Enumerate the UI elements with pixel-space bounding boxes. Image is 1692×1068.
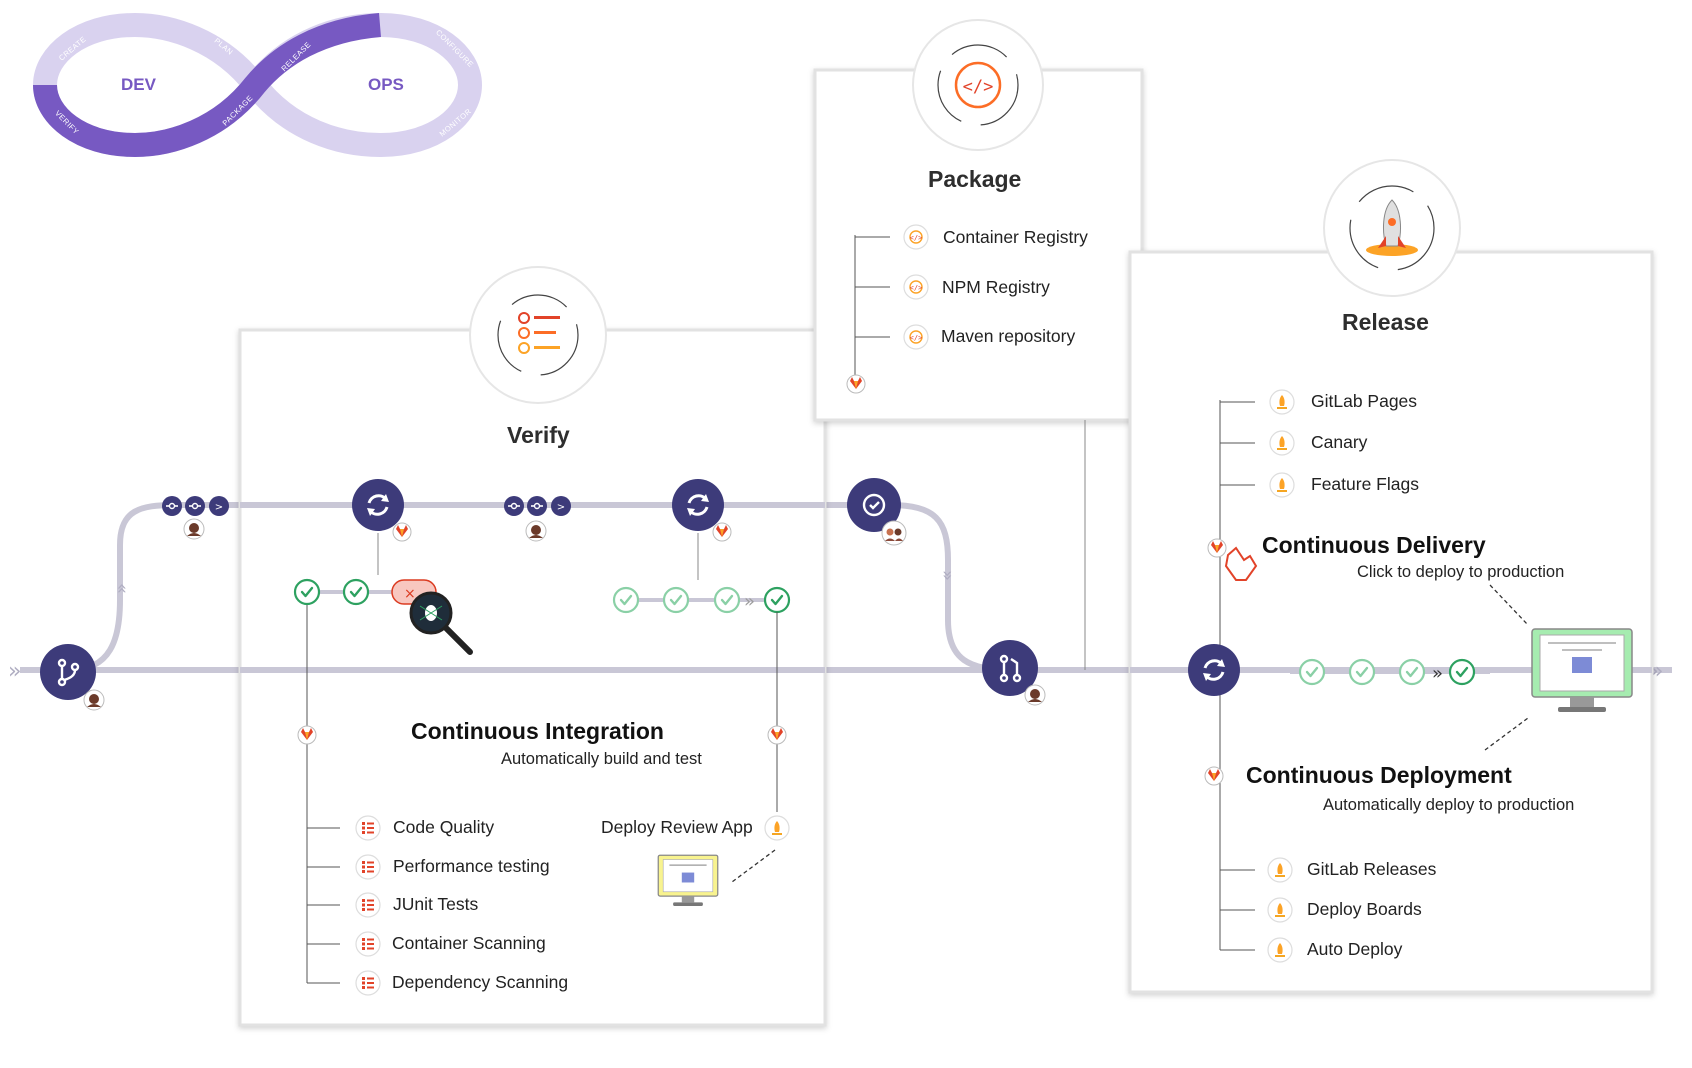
svg-text:×: ×	[404, 586, 416, 602]
pipeline-sync-icon	[350, 477, 406, 533]
svg-text:»: »	[8, 659, 21, 684]
verify-checklist-icon	[497, 294, 579, 376]
release-rocket-icon	[1349, 185, 1435, 271]
verify-title: Verify	[507, 422, 570, 448]
pipeline-sync-icon	[1186, 642, 1242, 698]
svg-text:>: >	[557, 502, 565, 513]
package-code-icon: </>	[937, 44, 1019, 126]
git-branch-icon	[40, 644, 96, 700]
devops-loop	[32, 12, 483, 158]
verify-item: Dependency Scanning	[392, 972, 569, 992]
merge-request-icon	[982, 640, 1038, 696]
release-item: Feature Flags	[1311, 474, 1419, 494]
check-circle-icon	[847, 478, 901, 532]
package-item: Maven repository	[941, 326, 1076, 346]
cd-heading: Continuous Delivery	[1262, 532, 1486, 558]
pipeline-sync-icon	[670, 477, 726, 533]
verify-item: Performance testing	[393, 856, 550, 876]
svg-text:</>: </>	[963, 77, 994, 97]
svg-text:»: »	[744, 591, 755, 612]
verify-item: Container Scanning	[392, 933, 546, 953]
svg-text:»: »	[111, 583, 132, 594]
deploy-review-app-label: Deploy Review App	[601, 817, 753, 837]
svg-text:>: >	[215, 502, 223, 513]
cdep-subheading: Automatically deploy to production	[1323, 796, 1575, 814]
release-item: GitLab Pages	[1311, 391, 1418, 411]
ci-subheading: Automatically build and test	[501, 750, 702, 768]
bug-magnifier-icon	[409, 591, 473, 655]
release-item: Deploy Boards	[1307, 899, 1422, 919]
cdep-heading: Continuous Deployment	[1246, 762, 1512, 788]
ci-heading: Continuous Integration	[411, 718, 664, 744]
package-item: NPM Registry	[942, 277, 1050, 297]
loop-dev-label: DEV	[121, 75, 156, 94]
package-title: Package	[928, 166, 1022, 192]
cd-subheading: Click to deploy to production	[1357, 563, 1565, 581]
loop-ops-label: OPS	[368, 75, 404, 94]
svg-text:»: »	[937, 570, 958, 581]
production-monitor	[1531, 628, 1633, 712]
package-item: Container Registry	[943, 227, 1088, 247]
svg-text:»: »	[1432, 663, 1443, 684]
hand-pointer-icon	[1224, 546, 1258, 581]
review-app-monitor	[657, 854, 719, 907]
release-item: Auto Deploy	[1307, 939, 1403, 959]
verify-item: Code Quality	[393, 817, 495, 837]
release-item: GitLab Releases	[1307, 859, 1437, 879]
release-item: Canary	[1311, 432, 1368, 452]
verify-item: JUnit Tests	[393, 894, 479, 914]
release-title: Release	[1342, 309, 1429, 335]
